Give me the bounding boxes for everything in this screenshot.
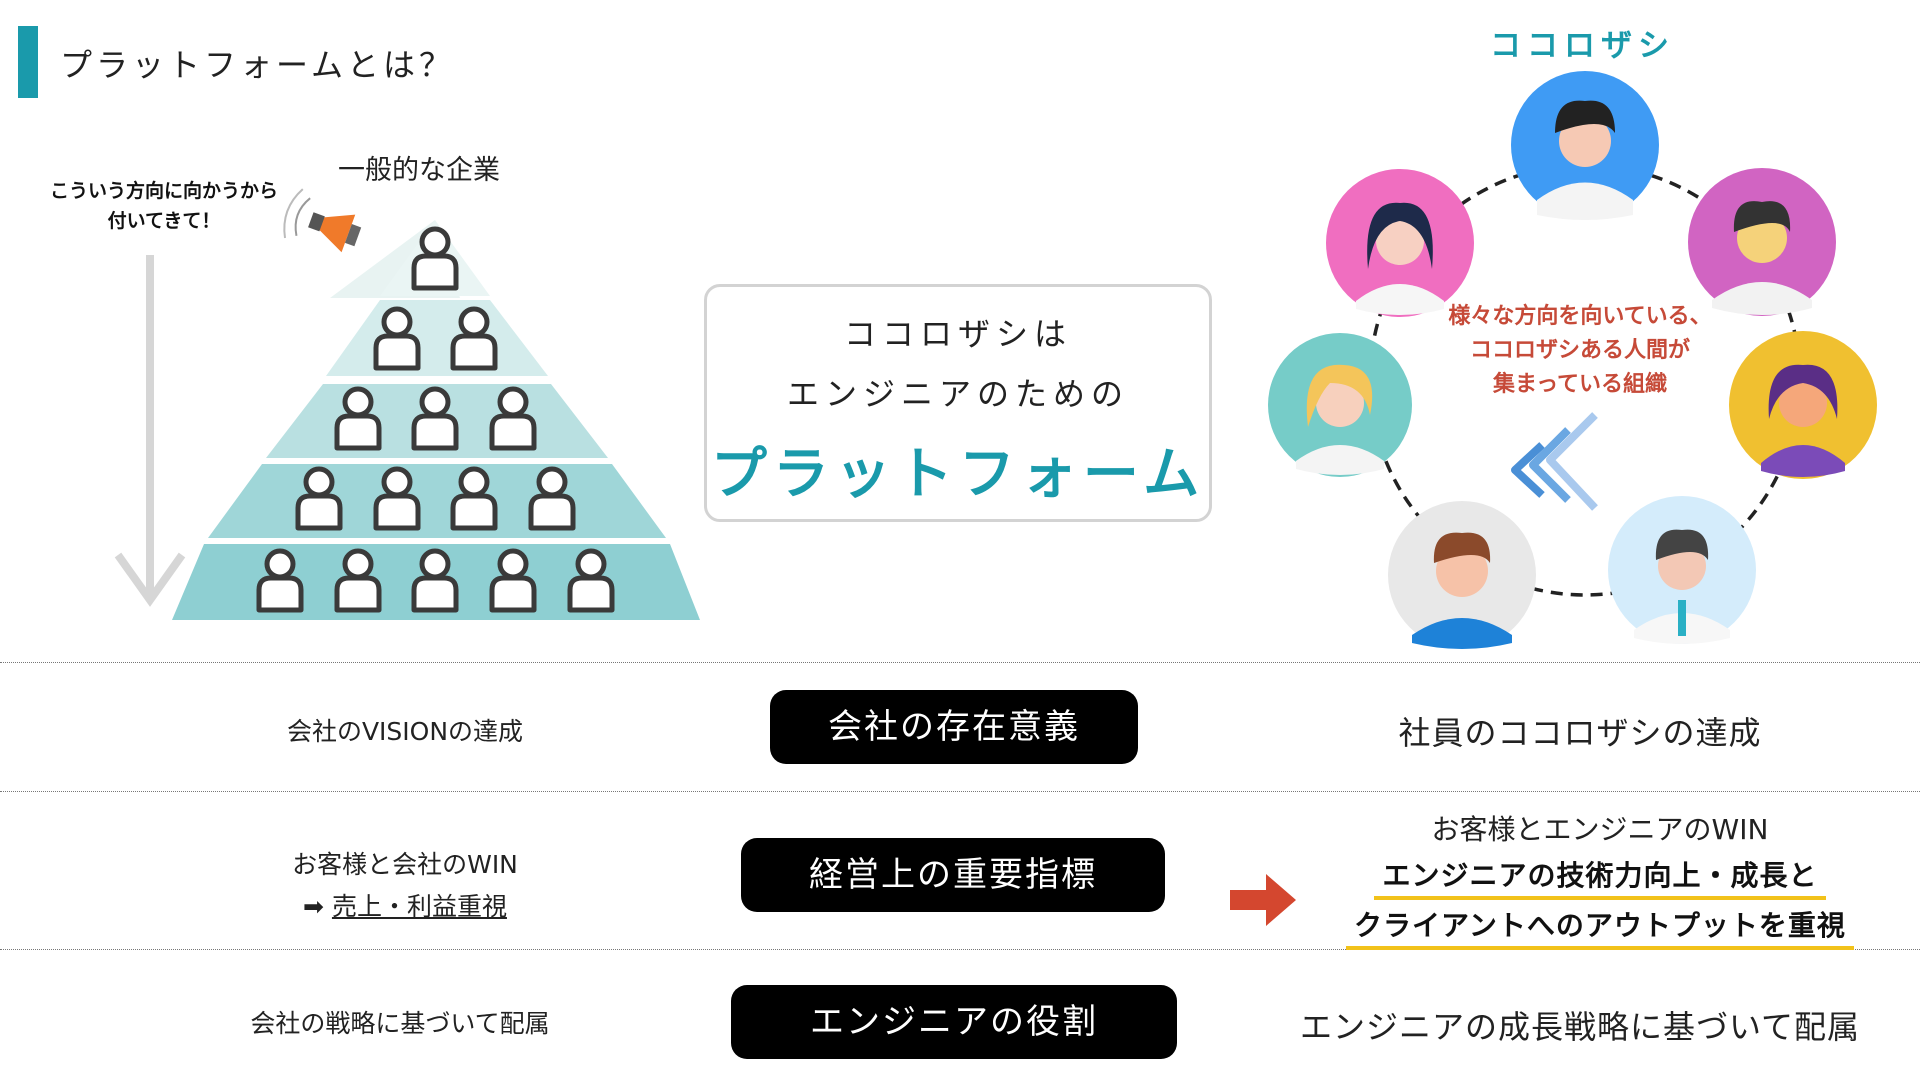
circle-organization-diagram [1268,71,1877,649]
pyramid-diagram [114,188,700,620]
row2-left-text: お客様と会社のWIN ➡ 売上・利益重視 [180,845,630,923]
avatar-top [1511,71,1659,220]
center-line-2: エンジニアのための [786,375,1129,413]
row2-pill: 経営上の重要指標 [741,838,1165,912]
row2-left-line-2-wrap: ➡ 売上・利益重視 [180,887,630,923]
org-text-line-3: 集まっている組織 [1492,372,1668,397]
avatar-bottom-right [1608,496,1756,644]
page-title: プラットフォームとは？ [60,46,456,84]
divider-2 [0,791,1920,792]
down-arrow-icon [114,255,186,607]
row2-right-block: お客様とエンジニアのWIN エンジニアの技術力向上・成長と クライアントへのアウ… [1320,808,1880,950]
platform-heading: プラットフォーム [710,442,1206,507]
row1-pill: 会社の存在意義 [770,690,1138,764]
callout-line-1: こういう方向に向かうから [49,180,278,202]
avatar-left [1268,333,1412,477]
row2-right-line-1: お客様とエンジニアのWIN [1431,813,1769,846]
row1-left-text: 会社のVISIONの達成 [286,717,524,746]
kokorozashi-title: ココロザシ [1490,28,1675,64]
pyramid-tier-4 [208,464,666,538]
row2-right-line-3: クライアントへのアウトプットを重視 [1346,904,1854,950]
row3-right-text: エンジニアの成長戦略に基づいて配属 [1299,1008,1861,1046]
megaphone-icon [283,188,362,253]
leader-callout: こういう方向に向かうから 付いてきて！ [30,176,298,236]
organization-description: 様々な方向を向いている、 ココロザシある人間が 集まっている組織 [1420,300,1740,402]
avatar-top-left [1326,169,1474,317]
callout-line-2: 付いてきて！ [107,210,221,232]
avatar-bottom-left [1388,501,1536,649]
row3-left-text: 会社の戦略に基づいて配属 [250,1009,550,1038]
general-company-label: 一般的な企業 [338,155,500,186]
title-accent-bar [18,26,38,98]
center-line-1: ココロザシは [843,315,1072,353]
row2-left-line-1: お客様と会社のWIN [292,850,518,879]
org-text-line-2: ココロザシある人間が [1469,338,1690,363]
row3-pill: エンジニアの役割 [731,985,1177,1059]
divider-3 [0,949,1920,950]
org-text-line-1: 様々な方向を向いている、 [1448,304,1712,329]
platform-message-box: ココロザシは エンジニアのための プラットフォーム [704,284,1212,522]
row2-right-line-2: エンジニアの技術力向上・成長と [1374,854,1826,900]
row1-right-text: 社員のココロザシの達成 [1398,714,1762,752]
red-arrow-icon [1230,874,1296,926]
row2-left-line-2: 売上・利益重視 [331,892,507,921]
avatar-right [1729,331,1877,479]
avatar-top-right [1688,168,1836,316]
divider-1 [0,662,1920,663]
rotation-arrow-icon [1511,412,1598,511]
right-arrow-icon: ➡ [303,892,324,921]
